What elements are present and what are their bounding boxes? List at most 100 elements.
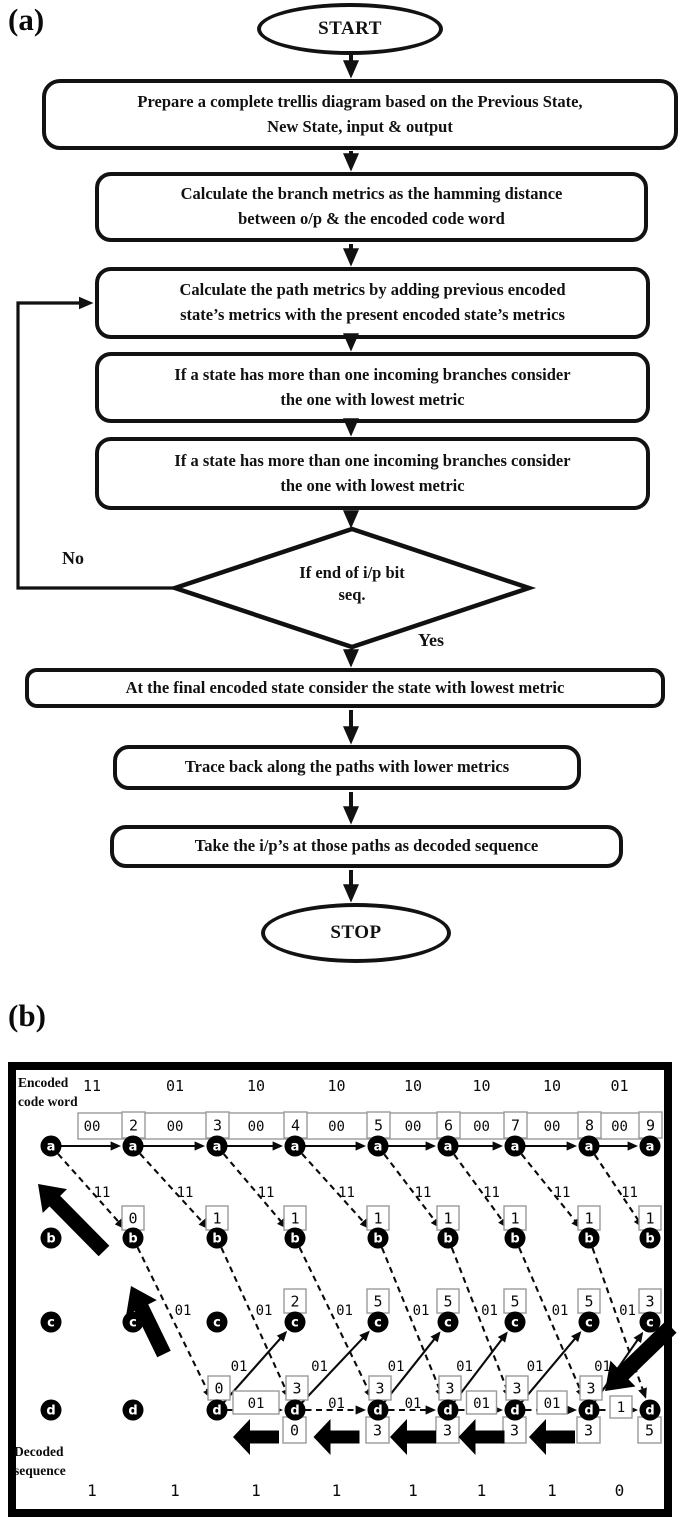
flowchart-arrows: [16, 55, 359, 903]
edge-b-to-d: [294, 1237, 373, 1400]
step-line: At the final encoded state consider the …: [125, 677, 565, 697]
edge-b-to-d: [216, 1237, 291, 1400]
traceback-left-arrow: [529, 1419, 575, 1455]
branch-label-dd: 01: [328, 1396, 345, 1412]
edge-a-to-b: [514, 1145, 582, 1229]
flowchart-start-terminator: START: [257, 3, 443, 55]
trellis-node-b: [206, 1227, 228, 1249]
trellis-node-letter: b: [645, 1232, 654, 1247]
branch-label-aa: 00: [248, 1119, 265, 1135]
decoded-sequence-value: 1: [251, 1481, 261, 1500]
encoded-code-word-value: 10: [247, 1077, 265, 1095]
a-metric-value: 3: [213, 1117, 222, 1135]
decoded-label-line: Decoded: [14, 1444, 64, 1459]
a-metric-value: 7: [511, 1117, 520, 1135]
b-metric-value: 1: [584, 1209, 593, 1227]
trellis-node-d: [206, 1399, 228, 1421]
encoded-label-line: code word: [18, 1093, 78, 1109]
flowchart-step-prepare-trellis: Prepare a complete trellis diagram based…: [42, 79, 678, 150]
trellis-node-c: [578, 1311, 600, 1333]
c-metric-value: 5: [584, 1292, 593, 1310]
trellis-node-letter: a: [646, 1140, 655, 1155]
encoded-code-word-value: 11: [83, 1077, 101, 1095]
step-line: Calculate the branch metrics as the hamm…: [180, 184, 563, 204]
trellis-node-b: [40, 1227, 62, 1249]
encoded-code-word-value: 10: [327, 1077, 345, 1095]
edge-b-to-d: [377, 1237, 444, 1399]
decision-no-label: No: [62, 548, 84, 568]
trellis-node-letter: a: [213, 1140, 222, 1155]
branch-label-bd: 01: [413, 1303, 430, 1319]
branch-label-bd: 01: [619, 1303, 636, 1319]
d-metric-above-value: 3: [292, 1379, 301, 1397]
edge-a-to-b: [216, 1145, 288, 1229]
flowchart-step-lowest-metric-1: If a state has more than one incoming br…: [95, 352, 650, 423]
trellis-node-letter: a: [511, 1140, 520, 1155]
trellis-node-d: [367, 1399, 389, 1421]
branch-label-ab: 11: [415, 1185, 432, 1201]
branch-label-dc: 01: [594, 1359, 611, 1375]
decoded-sequence-label: Decoded sequence: [14, 1443, 66, 1481]
a-metric-value: 4: [291, 1117, 300, 1135]
trellis-node-c: [367, 1311, 389, 1333]
trellis-node-c: [40, 1311, 62, 1333]
branch-label-dc: 01: [311, 1359, 328, 1375]
traceback-down-left-arrow: [605, 1321, 677, 1391]
trellis-node-letter: b: [128, 1232, 137, 1247]
decoded-label-line: sequence: [14, 1462, 66, 1478]
edge-b-to-d: [447, 1237, 512, 1399]
d-metric-above-value: 3: [445, 1379, 454, 1397]
step-line: If a state has more than one incoming br…: [174, 364, 571, 384]
branch-label-dd-box: [536, 1390, 568, 1415]
trellis-node-letter: c: [646, 1316, 654, 1331]
branch-label-ab: 11: [338, 1185, 355, 1201]
d-metric-below-value: 3: [510, 1422, 519, 1440]
step-line: between o/p & the encoded code word: [238, 209, 505, 228]
step-line: the one with lowest metric: [280, 475, 465, 495]
branch-label-dd-box: [609, 1395, 633, 1419]
trellis-node-letter: a: [291, 1140, 300, 1155]
decoded-sequence-value: 1: [87, 1481, 97, 1500]
trellis-node-letter: d: [373, 1404, 382, 1419]
traceback-left-arrow: [390, 1419, 436, 1455]
decision-line: If end of i/p bit: [299, 563, 405, 582]
b-metric-value: 1: [290, 1209, 299, 1227]
trellis-node-d: [504, 1399, 526, 1421]
trellis-node-a: [122, 1135, 144, 1157]
flowchart-connectors-svg: [16, 55, 537, 903]
step-line: state’s metrics with the present encoded…: [180, 305, 565, 324]
step-line: If a state has more than one incoming br…: [174, 450, 571, 470]
trellis-node-c: [504, 1311, 526, 1333]
trellis-node-letter: d: [128, 1404, 137, 1419]
branch-label-aa: 00: [611, 1119, 628, 1135]
branch-label-dc: 01: [388, 1359, 405, 1375]
trellis-node-d: [284, 1399, 306, 1421]
trellis-node-letter: c: [511, 1316, 519, 1331]
branch-label-ab: 11: [177, 1185, 194, 1201]
start-label: START: [318, 18, 382, 39]
d-metric-below-value: 3: [443, 1422, 452, 1440]
branch-label-dd: 01: [544, 1396, 561, 1412]
flowchart-step-trace-back: Trace back along the paths with lower me…: [113, 745, 581, 790]
c-metric-value: 2: [290, 1292, 299, 1310]
branch-label-aa: 00: [328, 1119, 345, 1135]
flowchart-step-branch-metrics: Calculate the branch metrics as the hamm…: [95, 172, 648, 242]
d-metric-below-value: 3: [373, 1422, 382, 1440]
trellis-node-d: [437, 1399, 459, 1421]
trellis-node-letter: b: [584, 1232, 593, 1247]
edge-a-to-b: [377, 1145, 441, 1229]
flowchart-step-path-metrics: Calculate the path metrics by adding pre…: [95, 267, 650, 339]
arrow-no-feedback-loop: [16, 296, 175, 590]
trellis-node-letter: c: [374, 1316, 382, 1331]
trellis-node-letter: c: [129, 1316, 137, 1331]
b-metric-value: 1: [443, 1209, 452, 1227]
branch-label-aa: 00: [473, 1119, 490, 1135]
branch-label-ab: 11: [483, 1185, 500, 1201]
trellis-node-a: [40, 1135, 62, 1157]
b-metric-value: 1: [645, 1209, 654, 1227]
trellis-node-a: [367, 1135, 389, 1157]
trellis-node-letter: a: [47, 1140, 56, 1155]
encoded-code-word-value: 01: [610, 1077, 628, 1095]
decoded-sequence-value: 1: [332, 1481, 342, 1500]
